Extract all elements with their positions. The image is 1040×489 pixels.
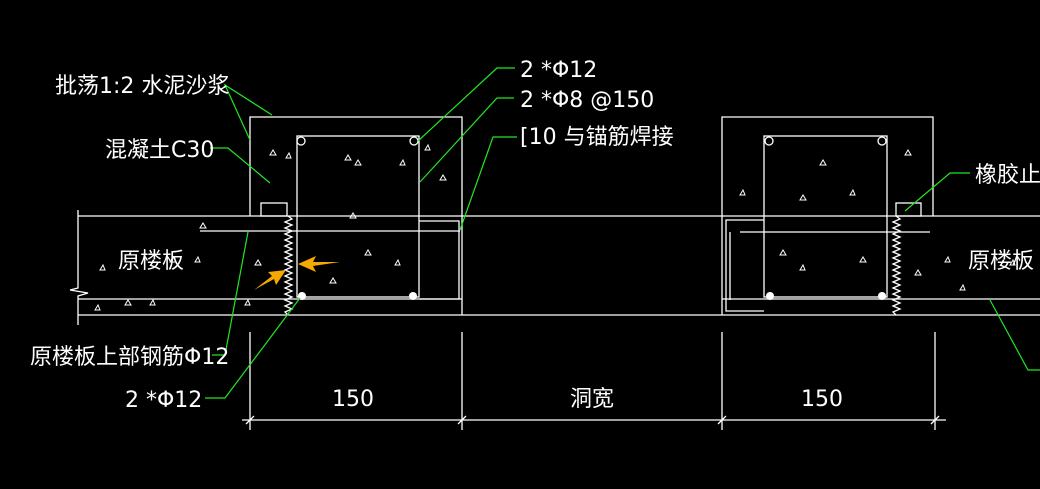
leader-waterstop	[904, 172, 970, 212]
dimension-opening-width: 洞宽	[570, 387, 614, 412]
bottom-bar	[766, 292, 774, 300]
right-beam	[721, 116, 934, 316]
label-stirrups: 2 *Φ8 @150	[520, 88, 654, 113]
label-concrete: 混凝土C30	[105, 138, 214, 163]
label-slab-right: 原楼板	[968, 249, 1034, 274]
label-slab-left: 原楼板	[118, 249, 184, 274]
arrow-up-right-icon	[254, 270, 286, 290]
label-waterstop: 橡胶止水	[975, 163, 1040, 188]
leader-plaster	[223, 83, 273, 141]
leader-slab-rebar	[212, 231, 249, 356]
concrete-aggregate-hatch	[94, 143, 1016, 311]
leader-lines	[205, 67, 1040, 399]
bottom-bar	[409, 292, 417, 300]
dimension-right: 150	[801, 387, 843, 412]
channel-steel-right	[725, 219, 764, 312]
top-bar	[764, 136, 774, 146]
leader-stirrups	[419, 97, 514, 183]
label-top-bars: 2 *Φ12	[520, 58, 597, 83]
left-beam	[249, 116, 463, 316]
dimension-left: 150	[332, 387, 374, 412]
joint-roughening	[891, 215, 902, 316]
dimension-line	[242, 332, 946, 430]
stirrup-left	[296, 135, 420, 298]
original-slab	[69, 210, 1040, 325]
arrow-left-icon	[298, 256, 340, 272]
top-bar	[877, 136, 887, 146]
stirrup-right	[763, 135, 888, 298]
leader-bottom-bars	[205, 297, 301, 399]
rubber-waterstop-left	[260, 202, 288, 217]
leader-top-bars	[417, 67, 515, 142]
leader-concrete	[210, 147, 271, 184]
leader-right-slab	[989, 299, 1040, 371]
rubber-waterstop-right	[895, 202, 922, 217]
top-bar	[296, 136, 306, 146]
label-plaster: 批荡1:2 水泥沙浆	[55, 74, 229, 99]
label-slab-top-rebar: 原楼板上部钢筋Φ12	[30, 345, 229, 370]
leader-channel	[459, 136, 517, 231]
break-line	[69, 210, 89, 325]
bottom-bar	[878, 292, 886, 300]
annotation-arrows	[254, 256, 340, 290]
label-channel: [10 与锚筋焊接	[520, 125, 674, 150]
top-bar	[409, 136, 419, 146]
label-bottom-bars: 2 *Φ12	[125, 388, 202, 413]
joint-roughening	[283, 215, 294, 316]
channel-steel-left	[419, 220, 460, 300]
